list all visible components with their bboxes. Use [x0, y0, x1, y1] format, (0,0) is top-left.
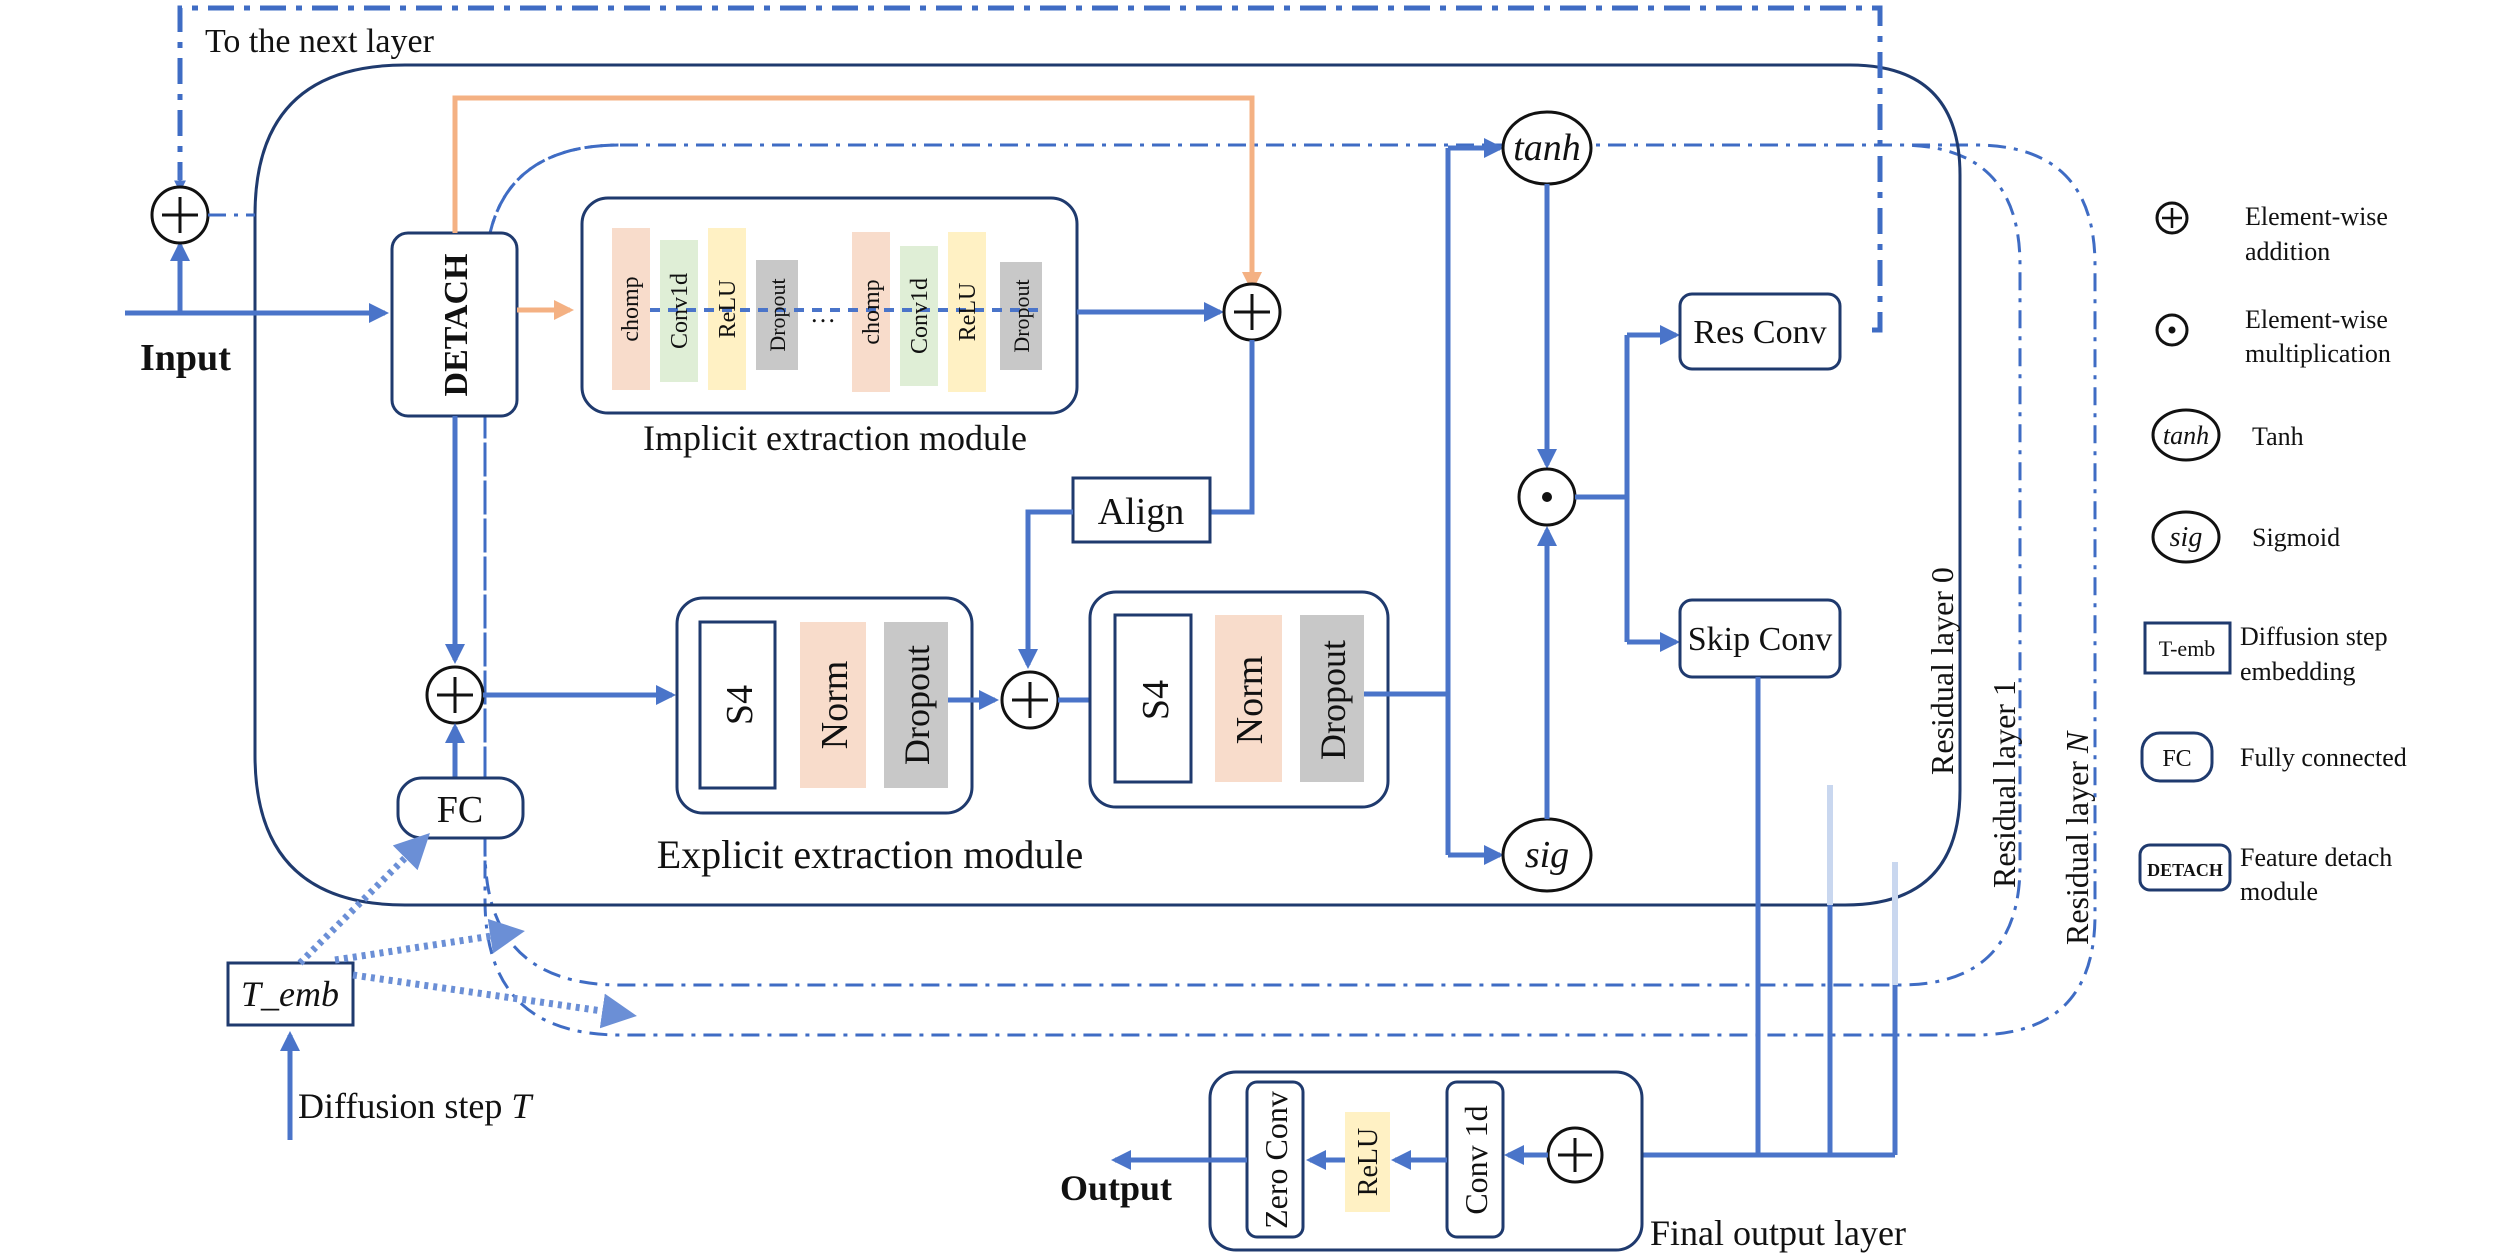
res-conv-label: Res Conv — [1693, 314, 1826, 351]
detach-label: DETACH — [438, 254, 475, 397]
legend-fc-icon — [2140, 731, 2214, 783]
dropout-label: Dropout — [765, 278, 790, 351]
align-box — [1071, 476, 1212, 544]
align-label: Align — [1098, 491, 1185, 533]
res-conv-box — [1678, 292, 1842, 371]
chomp-label: chomp — [859, 279, 885, 344]
legend-symbol-label: T-emb — [2159, 636, 2216, 661]
legend-text: embedding — [2240, 657, 2356, 686]
tanh-label: tanh — [1513, 127, 1581, 169]
relu-label: ReLU — [715, 280, 741, 339]
relu-label: ReLU — [955, 283, 981, 342]
legend-text: addition — [2245, 237, 2330, 266]
dropout-block — [1000, 262, 1042, 370]
implicit-module-label: Implicit extraction module — [643, 418, 1027, 458]
residual-layer-1-frame — [483, 143, 2022, 987]
dropout-label: Dropout — [1009, 279, 1034, 352]
diffusion-step-label: Diffusion step T — [298, 1086, 534, 1126]
conv1d-label: Conv1d — [907, 278, 933, 354]
legend-text: Feature detach — [2240, 843, 2392, 872]
dropout-block — [884, 622, 948, 788]
dropout-label: Dropout — [897, 645, 937, 765]
legend-text: Tanh — [2252, 422, 2304, 451]
dot-icon — [1542, 492, 1552, 502]
conv1d-block — [900, 246, 938, 386]
conv1d-label: Conv 1d — [1458, 1105, 1494, 1214]
sig-label: sig — [1525, 834, 1569, 876]
legend-sig-icon — [2151, 510, 2221, 564]
residual-layer-n-label: Residual layer N — [2059, 730, 2095, 945]
next-layer-path — [177, 5, 1883, 333]
dropout-block — [1300, 615, 1364, 782]
legend-symbol-label: tanh — [2163, 421, 2209, 450]
explicit-module-label: Explicit extraction module — [657, 832, 1084, 877]
legend-symbol-label: sig — [2170, 522, 2203, 553]
legend-text: Element-wise — [2245, 305, 2388, 334]
s4-block — [1113, 613, 1193, 784]
legend-symbol-label: FC — [2162, 746, 2191, 772]
relu-label: ReLU — [1353, 1128, 1384, 1196]
implicit-blocks: chomp Conv1d ReLU Dropout … chomp Conv1d… — [612, 228, 1042, 392]
legend-text: Diffusion step — [2240, 622, 2388, 651]
chomp-label: chomp — [618, 276, 644, 341]
s4-block — [698, 620, 777, 790]
ellipsis-label: … — [810, 299, 836, 328]
fc-box — [396, 776, 525, 840]
plus-icon — [162, 197, 198, 233]
relu-block — [1345, 1112, 1390, 1212]
legend-temb-icon — [2143, 621, 2232, 675]
legend-text: Sigmoid — [2252, 523, 2340, 552]
legend-text: module — [2240, 877, 2318, 906]
residual-layer-0-label: Residual layer 0 — [1924, 567, 1960, 775]
legend-text: Fully connected — [2240, 743, 2407, 772]
fc-label: FC — [437, 789, 483, 831]
output-label: Output — [1060, 1168, 1172, 1208]
legend: Element-wise addition Element-wise multi… — [2138, 201, 2407, 906]
legend-symbol-label: DETACH — [2147, 860, 2223, 880]
dropout-label: Dropout — [1313, 640, 1353, 760]
skip-conv-label: Skip Conv — [1688, 621, 1833, 658]
legend-detach-icon — [2138, 843, 2232, 892]
input-label: Input — [140, 337, 231, 379]
norm-block — [1215, 615, 1282, 782]
dropout-block — [756, 260, 798, 370]
norm-label: Norm — [1229, 656, 1271, 745]
norm-label: Norm — [814, 661, 856, 750]
chomp-block — [612, 228, 650, 390]
residual-layer-1-label: Residual layer 1 — [1986, 680, 2022, 888]
residual-layer-0-frame — [253, 63, 1962, 907]
t-emb-label: T_emb — [241, 974, 339, 1014]
legend-tanh-icon — [2151, 408, 2221, 462]
final-output-layer-label: Final output layer — [1650, 1213, 1906, 1253]
conv1d-label: Conv1d — [667, 273, 693, 349]
s4-label: S4 — [1135, 680, 1177, 720]
t-emb-box — [226, 961, 355, 1027]
legend-text: multiplication — [2245, 339, 2391, 368]
residual-layer-n-frame — [483, 143, 2097, 1037]
legend-text: Element-wise — [2245, 202, 2388, 231]
to-next-layer-label: To the next layer — [205, 23, 435, 60]
s4-label: S4 — [719, 685, 761, 725]
norm-block — [800, 622, 866, 788]
zero-conv-label: Zero Conv — [1258, 1091, 1294, 1229]
